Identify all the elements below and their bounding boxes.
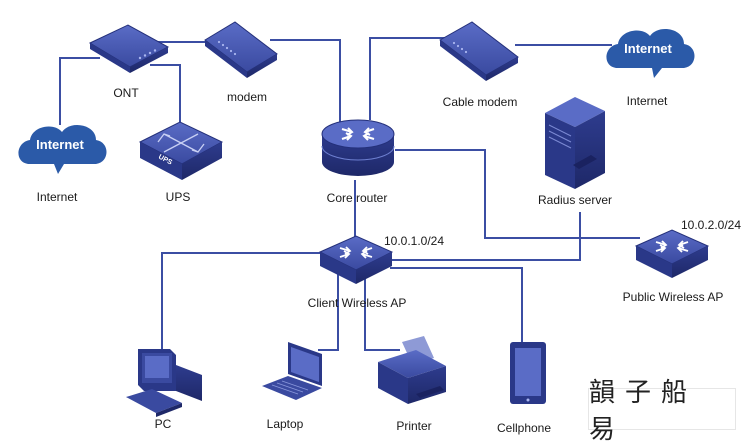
cloud-icon: Internet (606, 29, 695, 78)
router-icon[interactable] (321, 119, 395, 176)
ups-icon[interactable]: UPS (138, 121, 224, 180)
laptop-icon[interactable] (262, 342, 322, 400)
label-public-ap: Public Wireless AP (622, 290, 724, 304)
label-cellphone: Cellphone (496, 421, 552, 435)
switch-icon[interactable] (318, 235, 394, 284)
link-modem-router (270, 39, 341, 122)
label-ups: UPS (165, 190, 191, 204)
label-internet-left: Internet (36, 190, 78, 204)
label-cable-modem: Cable modem (442, 95, 518, 109)
watermark-text: 韻子船 易 (589, 378, 698, 445)
link-clientap-printer (364, 275, 400, 351)
link-ont-ups (150, 64, 181, 128)
switch-icon[interactable] (634, 229, 710, 278)
cloud-text-left: Internet (36, 137, 84, 152)
link-ont-internet (59, 57, 100, 125)
label-pc: PC (154, 417, 172, 431)
link-router-cablemodem (369, 37, 445, 120)
label-printer: Printer (396, 419, 432, 433)
label-laptop: Laptop (266, 417, 304, 431)
modem-icon[interactable] (204, 21, 278, 78)
cable-modem-icon[interactable] (439, 21, 519, 81)
label-internet-right: Internet (626, 94, 668, 108)
label-ont: ONT (113, 86, 139, 100)
label-core-router: Core router (326, 191, 388, 205)
label-client-subnet: 10.0.1.0/24 (383, 234, 445, 248)
connections (59, 37, 640, 351)
pc-icon[interactable] (126, 349, 202, 417)
link-clientap-pc (161, 252, 330, 350)
label-public-subnet: 10.0.2.0/24 (680, 218, 742, 232)
cloud-icon: Internet (18, 125, 107, 174)
cellphone-icon[interactable] (510, 342, 546, 404)
label-modem: modem (226, 90, 268, 104)
link-router-publicap (395, 149, 640, 239)
link-radius-clientap (390, 212, 581, 261)
watermark-stamp: 韻子船 易 (588, 378, 736, 445)
link-clientap-laptop (318, 268, 339, 351)
label-client-ap: Client Wireless AP (307, 296, 407, 310)
server-icon[interactable] (545, 97, 605, 189)
ont-icon[interactable] (88, 24, 170, 73)
cloud-text-right: Internet (624, 41, 672, 56)
label-radius-server: Radius server (537, 193, 613, 207)
link-clientap-cellphone (390, 267, 523, 345)
printer-icon[interactable] (378, 336, 446, 404)
